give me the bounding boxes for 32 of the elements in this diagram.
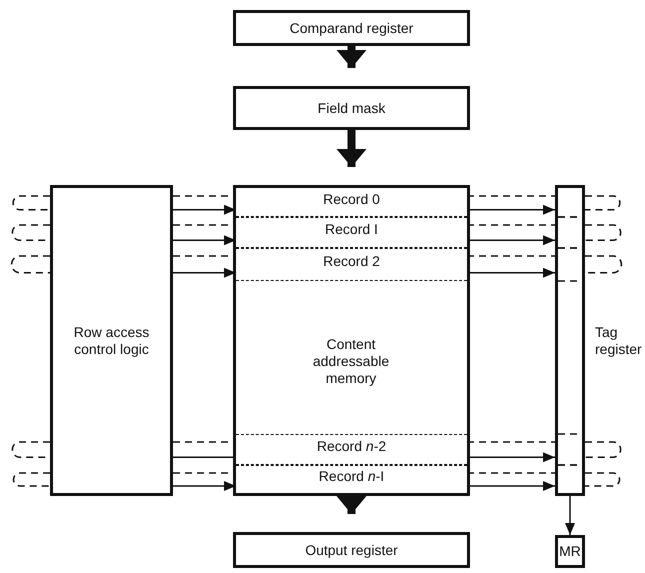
register-box: Field mask xyxy=(233,86,470,130)
record-row: Record n-I xyxy=(236,465,467,493)
dashed-line xyxy=(467,472,555,474)
dashed-line xyxy=(467,224,555,226)
dashed-line xyxy=(467,195,555,197)
record-row: Record 0 xyxy=(236,188,467,217)
arrow xyxy=(173,481,236,491)
register-box: Comparand register xyxy=(233,10,470,46)
arrow xyxy=(173,268,236,278)
arrow xyxy=(336,46,366,68)
record-row: Record 2 xyxy=(236,248,467,281)
arrow xyxy=(173,204,236,215)
arrow xyxy=(467,268,555,278)
box-label: Tag register xyxy=(595,324,643,358)
register-box: MR xyxy=(555,535,585,568)
arrow xyxy=(565,496,575,535)
arrow xyxy=(467,452,555,462)
register-box: Output register xyxy=(233,532,470,568)
arrow xyxy=(467,204,555,215)
dashed-line xyxy=(467,255,555,257)
arrow xyxy=(467,235,555,246)
connector-line xyxy=(173,456,236,458)
memory-label: Content addressable memory xyxy=(312,336,390,387)
register-box xyxy=(233,185,470,496)
record-row: Record n-2 xyxy=(236,434,467,465)
arrow xyxy=(467,481,555,491)
register-box: Row access control logic xyxy=(50,185,173,496)
arrow xyxy=(336,496,366,514)
record-row: Record I xyxy=(236,217,467,248)
arrow xyxy=(173,235,236,246)
arrow xyxy=(336,130,366,167)
dashed-line xyxy=(467,441,555,443)
